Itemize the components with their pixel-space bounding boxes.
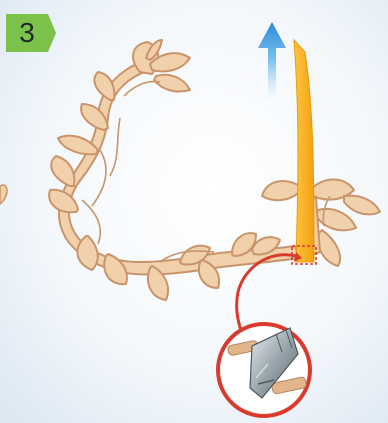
wood-fragment: [0, 185, 7, 204]
yellow-strip: [294, 40, 314, 262]
callout-circle: [218, 324, 310, 416]
pull-up-arrow: [258, 22, 286, 98]
wooden-wreath-frame: [49, 40, 380, 300]
wreath-cutouts: [82, 82, 330, 262]
